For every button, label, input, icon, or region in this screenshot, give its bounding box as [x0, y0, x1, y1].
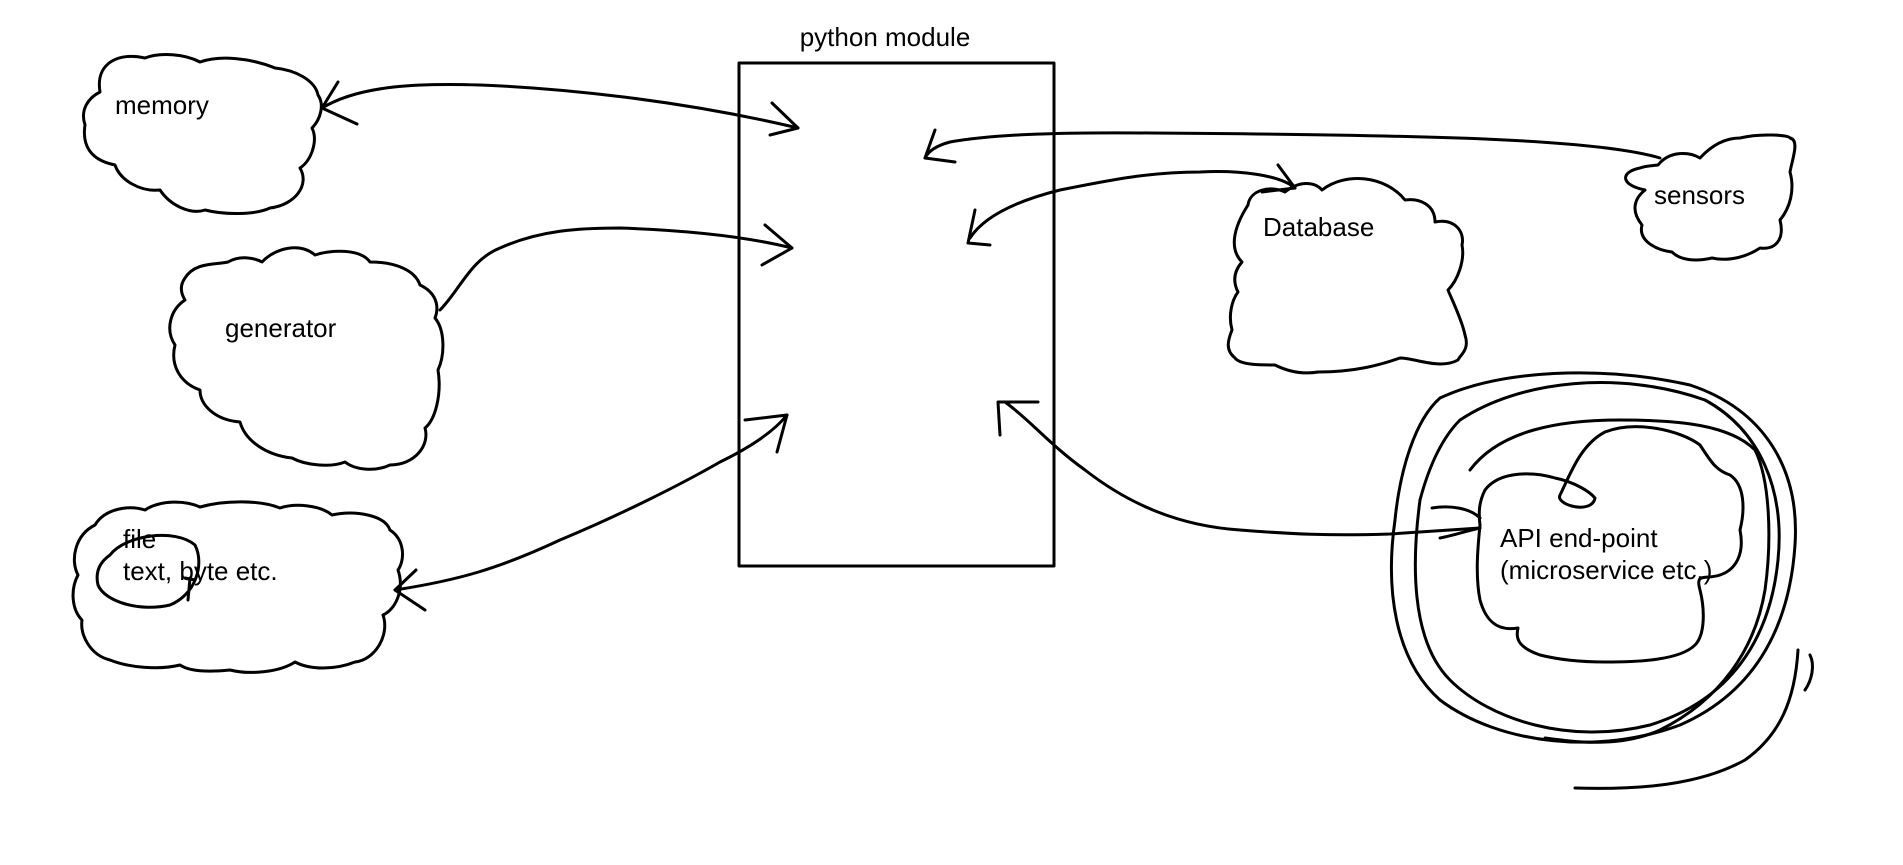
python-module-box — [737, 61, 1056, 568]
arrowhead-file-end — [393, 568, 427, 612]
database-cloud-shape — [1226, 177, 1468, 375]
memory-node: memory — [82, 53, 323, 216]
file-label-line2: text, byte etc. — [123, 556, 278, 586]
api-bottom-tail — [1573, 648, 1800, 790]
generator-label: generator — [225, 313, 337, 343]
connector-api-module-line — [1003, 400, 1482, 537]
connector-file-module-line — [393, 413, 789, 592]
arrowhead-module-from-api — [996, 400, 1040, 437]
arrowhead-module-from-memory — [768, 101, 800, 137]
arrowhead-database-end — [1260, 163, 1297, 194]
python-module: python module — [737, 22, 1056, 568]
database-node: Database — [1226, 177, 1468, 375]
connector-sensors-module-line — [923, 131, 1662, 160]
connector-file-module — [393, 413, 789, 612]
arrowhead-module-from-database — [966, 208, 992, 247]
generator-node: generator — [168, 246, 445, 471]
file-label-line1: file — [123, 524, 156, 554]
file-node: file text, byte etc. — [71, 500, 404, 674]
api-node: API end-point (microservice etc.) — [1390, 371, 1814, 790]
api-label-line1: API end-point — [1500, 523, 1658, 553]
python-module-label: python module — [800, 22, 971, 52]
arrowhead-module-from-generator — [760, 223, 794, 267]
file-inner-scribble — [183, 576, 197, 602]
connector-memory-module — [320, 80, 800, 137]
connector-memory-module-line — [320, 82, 800, 130]
api-middle-scribble — [1468, 418, 1771, 744]
connector-sensors-module — [923, 128, 1662, 164]
connector-database-module — [966, 163, 1297, 247]
sensors-node: sensors — [1624, 133, 1797, 262]
api-connector-scribble — [1430, 505, 1482, 540]
api-outer-scribble-1 — [1390, 371, 1797, 744]
api-side-tick — [1803, 653, 1814, 692]
file-cloud-shape — [71, 500, 404, 674]
connector-generator-module — [438, 223, 794, 312]
memory-cloud-shape — [82, 53, 323, 216]
arrowhead-module-from-sensors — [923, 128, 957, 164]
sensors-cloud-shape — [1624, 133, 1797, 262]
arrowhead-memory-end — [320, 80, 359, 126]
file-inner-loop — [95, 533, 201, 609]
sensors-label: sensors — [1654, 180, 1745, 210]
connector-database-module-line — [968, 170, 1297, 240]
memory-label: memory — [115, 90, 209, 120]
api-inner-cloud — [1475, 425, 1745, 664]
api-outer-scribble-2 — [1413, 381, 1781, 734]
generator-cloud-shape — [168, 246, 445, 471]
api-label-line2: (microservice etc.) — [1500, 555, 1712, 585]
connector-generator-module-line — [438, 226, 794, 312]
connector-api-module — [996, 400, 1482, 540]
arrowhead-module-from-file — [743, 413, 789, 454]
database-label: Database — [1263, 212, 1374, 242]
